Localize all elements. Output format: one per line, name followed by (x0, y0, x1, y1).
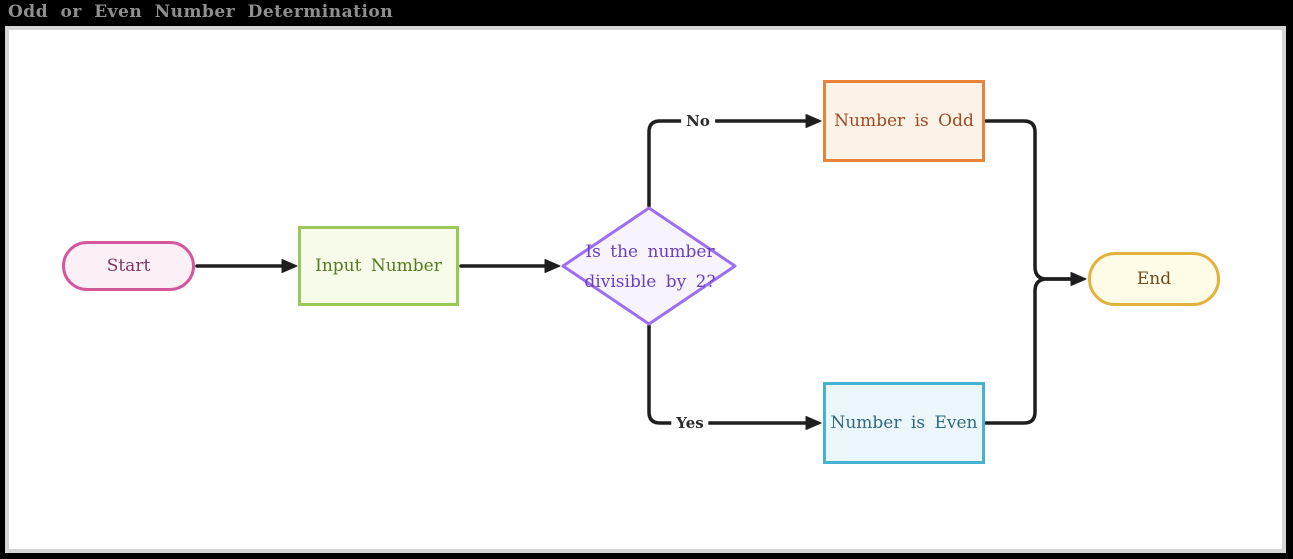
node-start-label: Start (106, 256, 151, 276)
node-decision-label: Is the number divisible by 2? (563, 237, 737, 297)
node-start: Start (62, 241, 195, 291)
node-end: End (1088, 252, 1220, 306)
node-input-number: Input Number (298, 226, 459, 306)
edge-label-yes: Yes (671, 414, 709, 432)
decision-label-line1: Is the number (585, 242, 715, 262)
node-number-is-even-label: Number is Even (830, 413, 978, 433)
decision-label-line2: divisible by 2? (584, 272, 716, 292)
node-input-number-label: Input Number (315, 256, 442, 276)
node-number-is-odd: Number is Odd (823, 80, 985, 162)
node-number-is-odd-label: Number is Odd (834, 111, 974, 131)
node-end-label: End (1136, 269, 1172, 289)
diagram-title: Odd or Even Number Determination (8, 2, 394, 22)
node-number-is-even: Number is Even (823, 382, 985, 464)
edge-label-no: No (681, 112, 715, 130)
